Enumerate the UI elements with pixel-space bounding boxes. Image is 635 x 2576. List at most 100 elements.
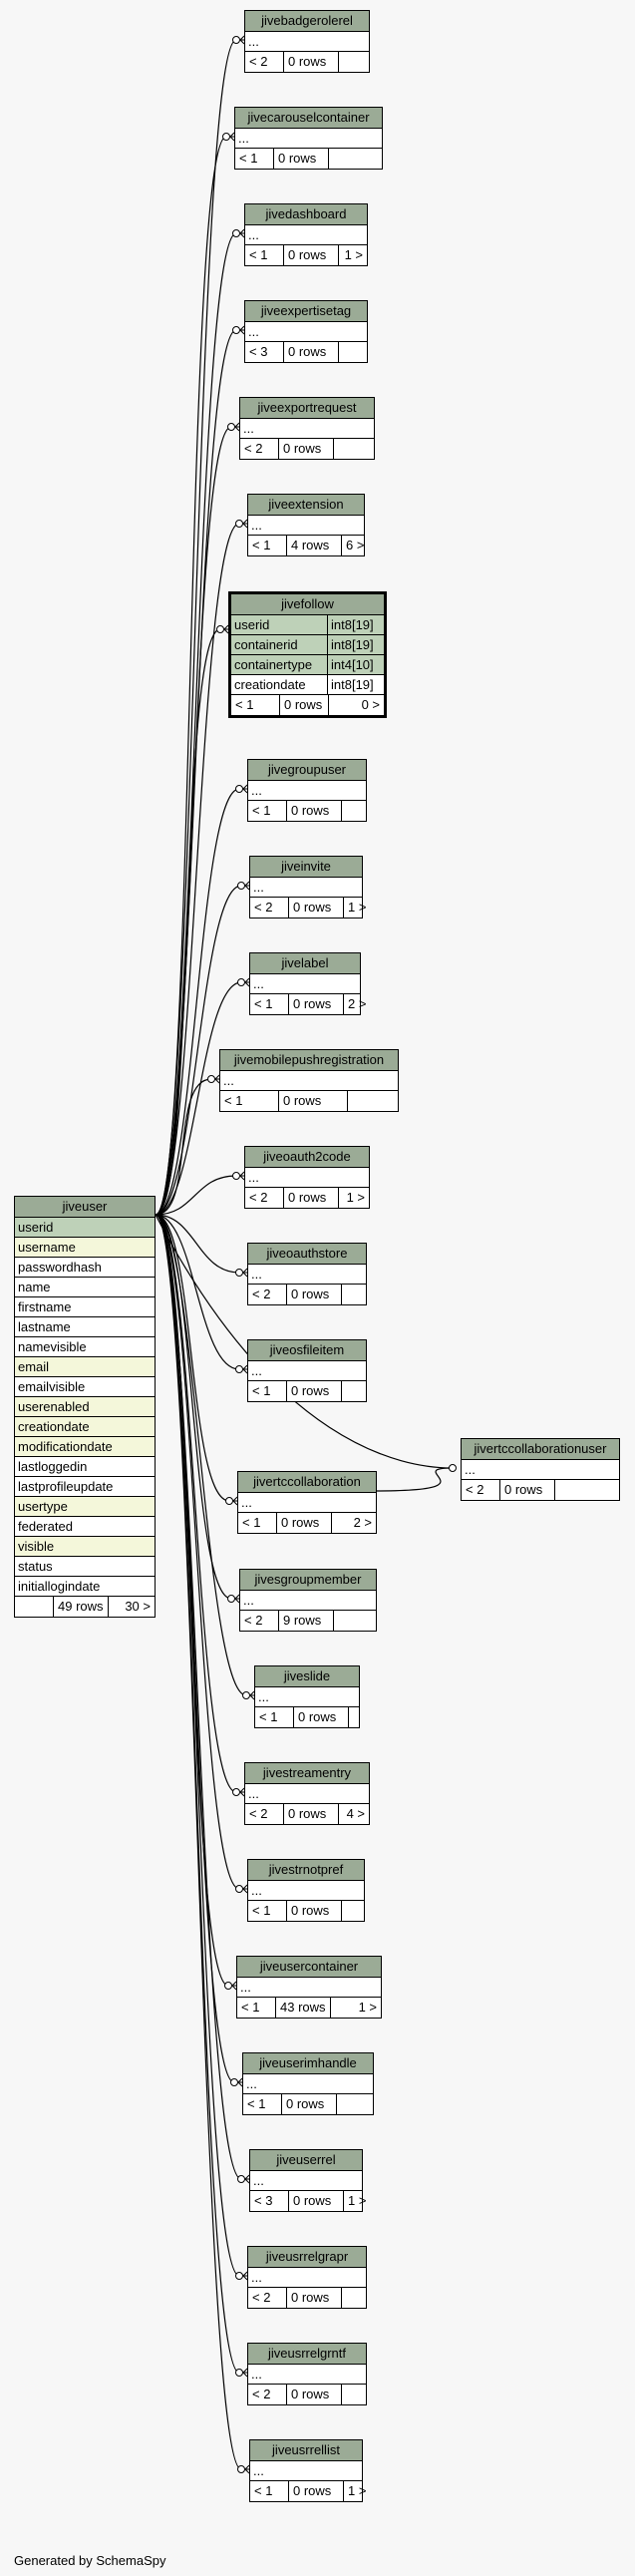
parents-count: < 2 [245, 52, 284, 72]
crow-foot-marker [249, 1690, 255, 1700]
row-count: 0 rows [277, 1513, 332, 1533]
table-title[interactable]: jivertccollaboration [238, 1472, 376, 1493]
table-title[interactable]: jiveoauth2code [245, 1147, 369, 1168]
table-title[interactable]: jiveusrrellist [250, 2440, 362, 2461]
edge-jivestreamentry [155, 1214, 237, 1793]
row-count: 0 rows [280, 695, 329, 715]
table-title[interactable]: jivebadgerolerel [245, 11, 369, 32]
table-title[interactable]: jiveslide [255, 1666, 359, 1687]
crow-foot-marker [239, 35, 245, 45]
table-title[interactable]: jivemobilepushregistration [220, 1050, 398, 1071]
column-name: creationdate [18, 1419, 90, 1434]
crow-foot-marker [239, 1171, 245, 1181]
table-footer: 49 rows 30 > [15, 1597, 155, 1617]
table-title[interactable]: jivelabel [250, 953, 360, 974]
parents-count: < 1 [231, 695, 280, 715]
row-count: 0 rows [500, 1480, 555, 1500]
table-title[interactable]: jivefollow [231, 594, 384, 615]
children-count [555, 1480, 619, 1500]
children-count [342, 1901, 364, 1921]
column-usertype: usertype [15, 1497, 155, 1517]
column-name: passwordhash [18, 1260, 102, 1275]
table-title[interactable]: jivedashboard [245, 204, 367, 225]
table-title[interactable]: jiveusrrelgrntf [248, 2344, 366, 2365]
column-name: firstname [18, 1299, 72, 1314]
edge-jiveoauthstore [155, 1214, 240, 1274]
parents-count: < 2 [240, 1611, 279, 1631]
table-title[interactable]: jiveexpertisetag [245, 301, 367, 322]
table-title[interactable]: jiveosfileitem [248, 1340, 366, 1361]
table-title[interactable]: jiveexportrequest [240, 398, 374, 419]
row-count: 4 rows [287, 536, 342, 555]
table-title[interactable]: jivesgroupmember [240, 1570, 376, 1591]
table-title[interactable]: jivecarouselcontainer [235, 108, 382, 129]
table-title[interactable]: jivegroupuser [248, 760, 366, 781]
table-title[interactable]: jiveinvite [250, 857, 362, 878]
table-title[interactable]: jiveuserrel [250, 2150, 362, 2171]
children-count [342, 1381, 366, 1401]
table-title[interactable]: jivestreamentry [245, 1763, 369, 1784]
table-title[interactable]: jivestrnotpref [248, 1860, 364, 1881]
row-count: 0 rows [294, 1707, 349, 1727]
table-title[interactable]: jiveoauthstore [248, 1244, 366, 1265]
parents-count: < 1 [238, 1513, 277, 1533]
column-name: modificationdate [18, 1439, 113, 1454]
row-count: 0 rows [284, 1188, 339, 1208]
collapsed-columns: ... [238, 1493, 376, 1513]
collapsed-columns: ... [245, 1168, 369, 1188]
table-title[interactable]: jiveuserimhandle [243, 2053, 373, 2074]
parents-count: < 1 [248, 1901, 287, 1921]
children-count: 1 > [346, 1190, 365, 1205]
parents-count: < 2 [245, 1804, 284, 1824]
table-title[interactable]: jiveusercontainer [237, 1957, 381, 1978]
children-count: 2 > [353, 1515, 372, 1530]
row-count: 0 rows [287, 1901, 342, 1921]
crow-foot-marker [242, 519, 248, 529]
column-email: email [15, 1357, 155, 1377]
table-title[interactable]: jivertccollaborationuser [462, 1439, 619, 1460]
table-title[interactable]: jiveusrrelgrapr [248, 2247, 366, 2268]
column-name: lastprofileupdate [18, 1479, 114, 1494]
table-title[interactable]: jiveuser [15, 1197, 155, 1218]
column-name: lastloggedin [18, 1459, 88, 1474]
edge-jiveusrrelgrapr [155, 1214, 240, 2277]
table-title[interactable]: jiveextension [248, 495, 364, 516]
row-count: 0 rows [287, 1285, 342, 1304]
collapsed-columns: ... [248, 1881, 364, 1901]
column-passwordhash: passwordhash [15, 1258, 155, 1278]
